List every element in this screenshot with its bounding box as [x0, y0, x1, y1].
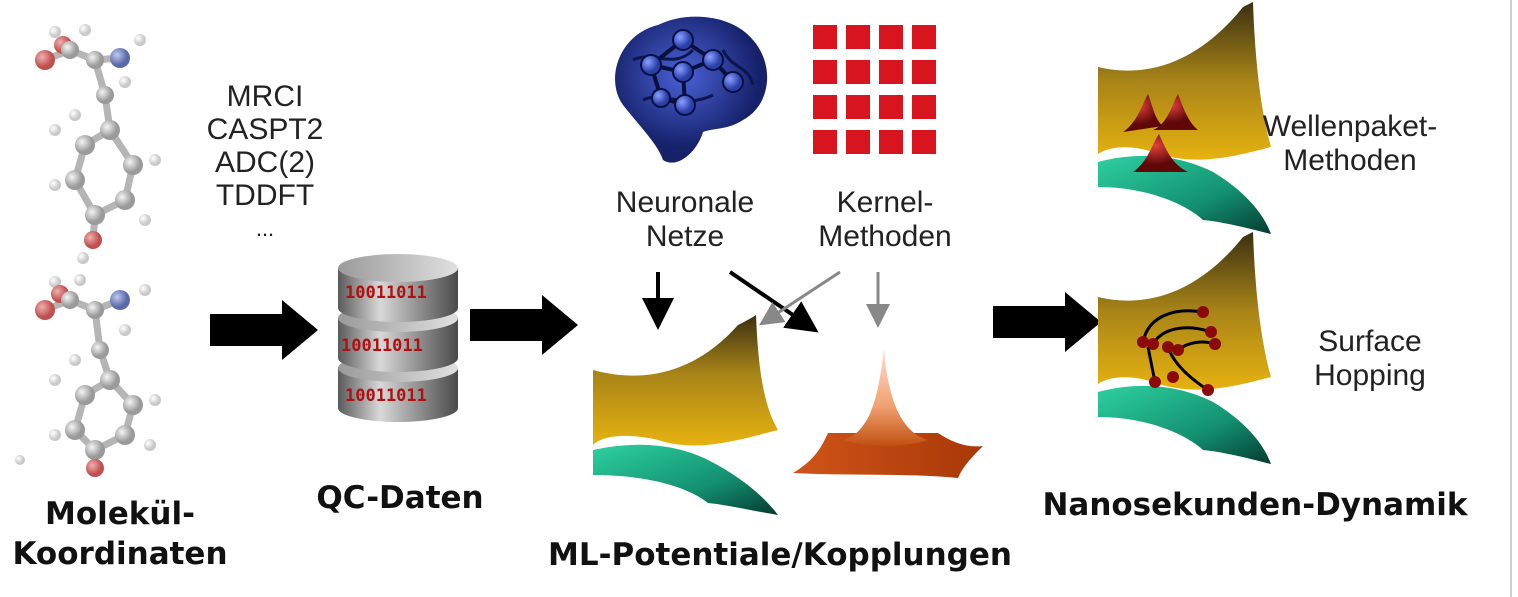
method-mrci: MRCI	[226, 80, 304, 113]
neural-label-line1: Neuronale	[615, 186, 755, 219]
coupling-peak-surface	[793, 348, 983, 478]
arrow-right-icon	[470, 295, 578, 355]
hopping-label-line1: Surface	[1318, 325, 1422, 358]
molecule-structure-top	[35, 24, 161, 264]
kernel-matrix-cell	[912, 95, 936, 119]
qc-methods-list: MRCI CASPT2 ADC(2) TDDFT ...	[190, 80, 340, 245]
molecule-label-line2: Koordinaten	[12, 536, 228, 572]
database-cylinder-icon: 10011011 10011011 10011011	[338, 254, 458, 422]
kernel-matrix-cell	[879, 95, 903, 119]
connector-arrows	[642, 270, 890, 333]
nanosecond-dynamics-label: Nanosekunden-Dynamik	[1042, 487, 1468, 523]
potential-energy-surfaces	[593, 315, 778, 515]
kernel-label-line2: Methoden	[818, 220, 952, 253]
method-caspt2: CASPT2	[206, 113, 324, 146]
wavepacket-surfaces	[1098, 2, 1271, 234]
kernel-matrix-cell	[813, 130, 837, 154]
kernel-methods-label: Kernel- Methoden	[790, 186, 980, 254]
arrow-right-icon	[210, 300, 318, 360]
method-ellipsis: ...	[255, 216, 275, 241]
molecule-label-line1: Molekül-	[45, 496, 195, 532]
kernel-matrix-cell	[879, 25, 903, 49]
kernel-matrix-cell	[846, 95, 870, 119]
kernel-matrix-cell	[813, 95, 837, 119]
molecule-coordinates-label: Molekül- Koordinaten	[0, 494, 240, 574]
arrow-right-icon	[993, 292, 1101, 352]
right-edge-divider	[1510, 0, 1512, 597]
hopping-label-line2: Hopping	[1314, 359, 1426, 392]
kernel-matrix-cell	[912, 130, 936, 154]
kernel-matrix-cell	[813, 25, 837, 49]
kernel-matrix-cell	[879, 130, 903, 154]
arrow-kernel-to-pes	[758, 270, 841, 326]
molecule-structure-bottom	[15, 274, 161, 477]
binary-row-3: 10011011	[345, 386, 427, 406]
binary-row-1: 10011011	[345, 283, 427, 303]
kernel-matrix-icon	[813, 25, 936, 154]
surface-hopping-surfaces	[1098, 232, 1271, 464]
arrow-neural-to-coupling	[728, 270, 819, 333]
kernel-matrix-cell	[879, 60, 903, 84]
kernel-label-line1: Kernel-	[836, 186, 934, 219]
kernel-matrix-cell	[846, 60, 870, 84]
wavepacket-label-line2: Methoden	[1283, 144, 1417, 177]
binary-row-2: 10011011	[341, 336, 423, 356]
wavepacket-methods-label: Wellenpaket- Methoden	[1250, 110, 1450, 178]
method-adc2: ADC(2)	[214, 146, 315, 179]
kernel-matrix-cell	[912, 60, 936, 84]
kernel-matrix-cell	[813, 60, 837, 84]
method-tddft: TDDFT	[215, 179, 315, 212]
neural-label-line2: Netze	[645, 220, 725, 253]
surface-hopping-label: Surface Hopping	[1280, 325, 1460, 393]
neural-networks-label: Neuronale Netze	[590, 186, 780, 254]
kernel-matrix-cell	[846, 25, 870, 49]
brain-network-icon	[615, 16, 768, 163]
ml-potentials-label: ML-Potentiale/Kopplungen	[548, 537, 1012, 573]
qc-data-label: QC-Daten	[316, 480, 484, 516]
kernel-matrix-cell	[912, 25, 936, 49]
kernel-matrix-cell	[846, 130, 870, 154]
wavepacket-label-line1: Wellenpaket-	[1262, 110, 1438, 143]
